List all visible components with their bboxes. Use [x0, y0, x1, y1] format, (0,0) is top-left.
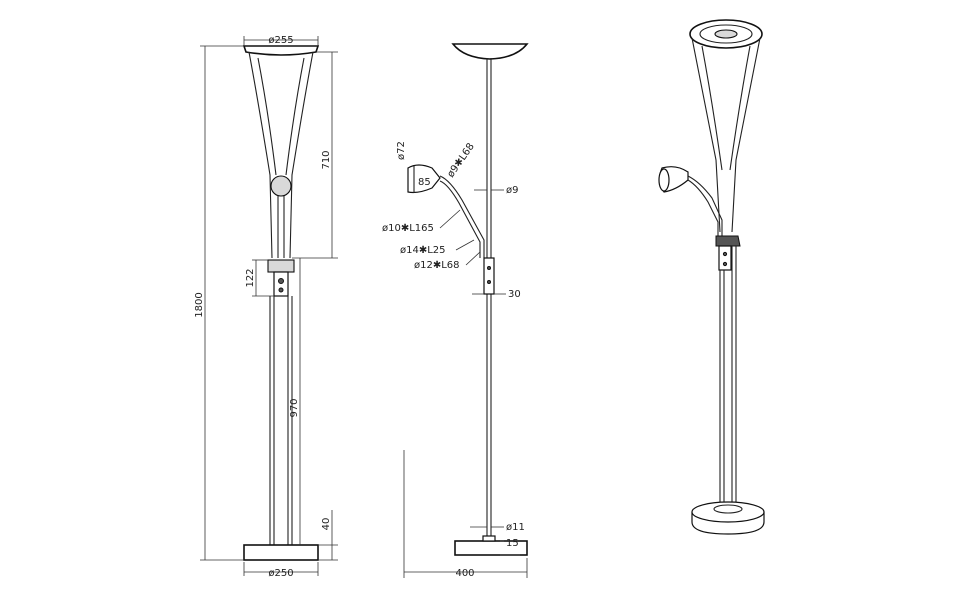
front-trumpet-inner	[257, 57, 305, 176]
front-knob	[270, 175, 292, 197]
dim-reading-head-depth: 85	[418, 177, 431, 188]
dim-reading-head-diameter: ø72	[396, 141, 407, 160]
dim-switch-width: 30	[508, 289, 521, 300]
side-shade	[451, 43, 529, 60]
persp-switch-housing	[715, 235, 741, 247]
dim-switch-height: 122	[245, 268, 256, 287]
dim-pole-height: 970	[289, 398, 300, 417]
dim-pole-thickness: ø9	[506, 185, 518, 196]
side-reading-head	[407, 164, 441, 194]
front-shade-top	[242, 45, 320, 56]
front-base	[243, 544, 319, 561]
front-switch-button	[278, 278, 284, 284]
front-switch-housing	[267, 259, 295, 273]
dim-base-plate-height: 15	[506, 538, 519, 549]
side-switch	[483, 257, 495, 295]
dim-pole-bottom-diameter: ø11	[506, 522, 525, 533]
dim-arm: ø10✱L165	[382, 223, 434, 234]
dim-upper-height: 710	[321, 150, 332, 169]
dim-neck-upper: ø9✱L68	[445, 141, 476, 179]
persp-trumpet	[691, 37, 761, 233]
dim-arm-lower: ø12✱L68	[414, 260, 460, 271]
perspective-view	[658, 19, 765, 535]
side-arm	[439, 175, 485, 258]
front-view: ø255 ø250 1800 710 122 970 40	[194, 35, 338, 579]
persp-shade-top	[689, 19, 763, 49]
dim-total-height: 1800	[194, 292, 205, 317]
dim-arm-joint: ø14✱L25	[400, 245, 446, 256]
dim-shade-diameter: ø255	[268, 35, 293, 46]
dim-overall-width: 400	[455, 568, 474, 579]
side-view: 85 ø72 ø9✱L68 ø9 ø10✱L165 ø14✱L25 ø12✱L6…	[382, 43, 529, 579]
front-trumpet-outer	[248, 51, 314, 259]
dim-base-height: 40	[321, 518, 332, 531]
dim-base-diameter: ø250	[268, 568, 293, 579]
